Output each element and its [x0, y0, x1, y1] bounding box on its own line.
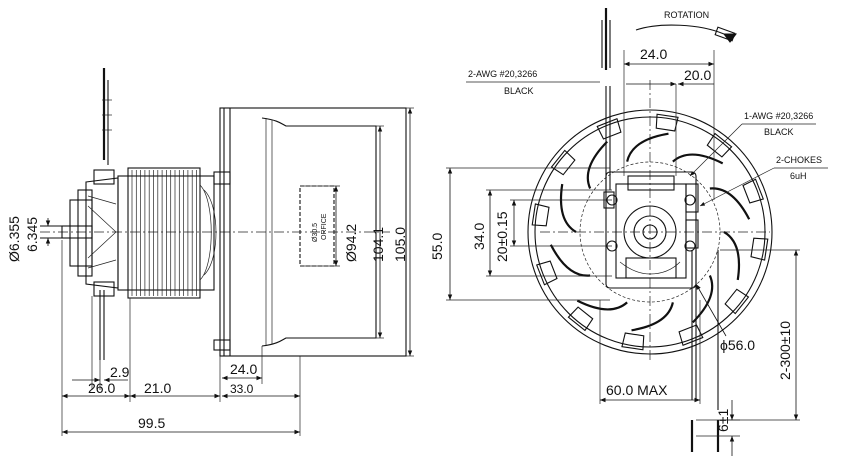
dim-20-tol-label: 20±0.15: [494, 211, 510, 262]
wire-note-2: 2-AWG #20,3266 BLACK: [466, 69, 600, 96]
cooling-slot: [535, 260, 558, 286]
overall-dia-label: 105.0: [392, 227, 408, 262]
housing-cooling-slots: [531, 113, 769, 351]
fan-vane: [709, 187, 751, 220]
orifice-dia-label: Ø30.5: [312, 223, 319, 242]
front-outer-housing: [527, 109, 773, 355]
side-lead-wire: [99, 68, 112, 360]
fan-vane: [626, 132, 669, 162]
front-motor-body: [603, 171, 699, 289]
front-view: ROTATION 2-AWG #20,3266 BLACK 1-AWG #20,…: [429, 8, 828, 456]
orifice-label: ORFICE: [321, 213, 328, 240]
wire-1-color-label: BLACK: [764, 127, 794, 137]
fan-dia-label: Ø94.2: [343, 224, 359, 262]
rotation-arrow: ROTATION: [635, 10, 737, 43]
cooling-slot: [596, 117, 622, 140]
dim-26-0-label: 26.0: [88, 380, 115, 396]
dim-20-0-label: 20.0: [684, 67, 711, 83]
dim-56-leader: ϕ56.0: [695, 283, 755, 353]
chokes-label: 2-CHOKES: [776, 155, 822, 165]
cooling-slot: [724, 288, 750, 315]
cooling-slot: [706, 132, 733, 158]
overall-length-label: 99.5: [138, 415, 165, 431]
dim-21-0-label: 21.0: [144, 380, 171, 396]
fan-housing: [213, 107, 407, 357]
fan-vanes: [549, 132, 751, 332]
dim-24-0-top-label: 24.0: [640, 46, 667, 62]
cooling-slot: [678, 324, 704, 347]
cooling-slot: [750, 237, 769, 261]
shaft-dia-max-label: Ø6.355: [6, 216, 22, 262]
shaft-dimensions: Ø6.355 6.345: [6, 216, 51, 262]
chokes-note: 2-CHOKES 6uH: [699, 155, 828, 207]
side-horizontal-dimensions: 2.9 26.0 21.0 24.0 33.0 99.5: [61, 240, 301, 436]
cooling-slot: [531, 203, 550, 227]
chokes-value-label: 6uH: [790, 171, 807, 181]
wire-2-awg-label: 2-AWG #20,3266: [468, 69, 537, 79]
lead-length-label: 2-300±10: [777, 321, 793, 380]
wire-note-1: 1-AWG #20,3266 BLACK: [689, 111, 816, 177]
shaft-dia-min-label: 6.345: [24, 217, 40, 252]
fan-vane: [559, 183, 577, 233]
cooling-slot: [655, 113, 679, 132]
dim-60-max-label: 60.0 MAX: [606, 382, 668, 398]
front-orifice-circle: [579, 161, 721, 303]
cooling-slot: [742, 178, 765, 204]
front-left-dimensions: 55.0 34.0 20±0.15: [429, 167, 612, 301]
stator-stack: [117, 167, 217, 299]
fan-vane: [631, 302, 674, 332]
cooling-slot: [550, 149, 576, 176]
fan-vane: [672, 153, 724, 165]
front-bottom-dimensions: 60.0 MAX 6±1 2-300±10: [599, 249, 800, 456]
fan-vane: [692, 275, 714, 324]
cooling-slot: [567, 306, 594, 332]
dim-55-0-label: 55.0: [429, 233, 445, 260]
fan-vane: [723, 231, 741, 281]
front-lead-wires: [601, 8, 720, 452]
side-view: Ø30.5 ORFICE Ø94.2 104.1 105.0 Ø6.355 6.…: [6, 68, 414, 436]
fan-vane: [586, 140, 608, 189]
wire-1-awg-label: 1-AWG #20,3266: [744, 111, 813, 121]
rotation-label: ROTATION: [664, 10, 709, 20]
dim-2-9-label: 2.9: [110, 364, 130, 380]
dim-24-0-side-label: 24.0: [230, 361, 257, 377]
side-vertical-dimensions: Ø94.2 104.1 105.0: [300, 107, 414, 357]
fan-vane: [549, 244, 591, 277]
dim-56-0-label: ϕ56.0: [720, 337, 755, 353]
dim-33-0-label: 33.0: [230, 382, 254, 396]
dim-34-0-label: 34.0: [471, 223, 487, 250]
front-end-bell: [69, 169, 119, 297]
wire-2-color-label: BLACK: [504, 86, 534, 96]
front-top-dimensions: 24.0 20.0: [623, 46, 715, 200]
housing-dia-label: 104.1: [370, 227, 386, 262]
front-inner-housing: [534, 116, 766, 348]
fan-vane: [576, 299, 628, 311]
cooling-slot: [621, 332, 645, 351]
